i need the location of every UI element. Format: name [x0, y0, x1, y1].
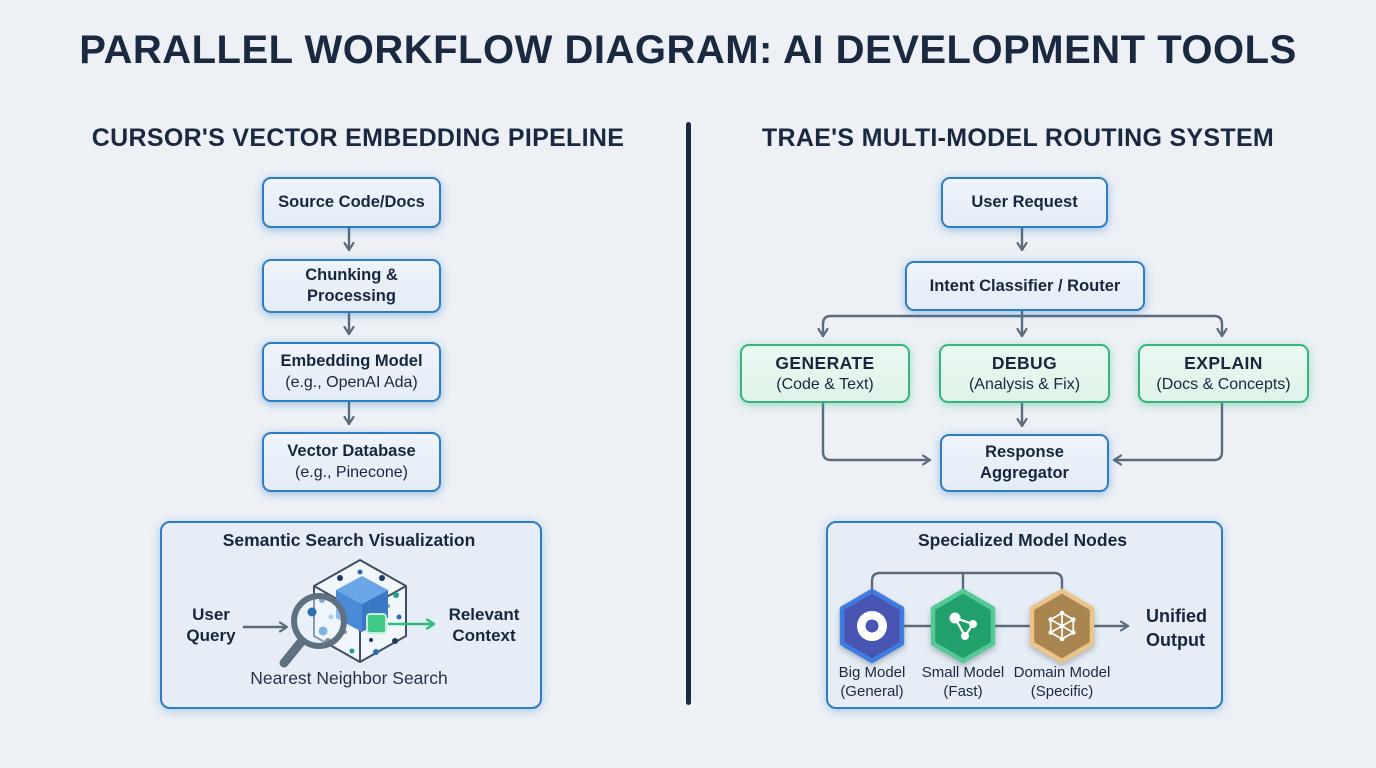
node-sublabel: (Code & Text)	[776, 375, 874, 393]
node-source-code-docs: Source Code/Docs	[262, 177, 441, 228]
small-model-hexagon	[930, 588, 996, 664]
semantic-search-panel-title: Semantic Search Visualization	[222, 530, 476, 550]
node-label-2: Aggregator	[980, 464, 1069, 482]
domain-model-label: Domain Model (Specific)	[1007, 663, 1117, 701]
flow-connectors	[349, 223, 1224, 460]
node-label: Vector Database	[287, 442, 416, 460]
nearest-neighbor-caption: Nearest Neighbor Search	[250, 668, 448, 688]
big-model-label: Big Model (General)	[817, 663, 927, 701]
node-response-aggregator: Response Aggregator	[940, 434, 1109, 492]
arrow-intent-to-explain	[1020, 314, 1222, 338]
specialized-model-nodes-title: Specialized Model Nodes	[917, 530, 1128, 550]
relevant-context-label: Relevant Context	[438, 604, 530, 646]
domain-model-line1: Domain Model	[1013, 664, 1111, 681]
model-nodes-illustration	[839, 571, 1130, 664]
node-embedding-model: Embedding Model (e.g., OpenAI Ada)	[262, 342, 441, 402]
right-column-heading: TRAE'S MULTI-MODEL ROUTING SYSTEM	[761, 124, 1275, 152]
user-query-line2: Query	[186, 626, 236, 645]
big-model-line1: Big Model	[838, 664, 906, 681]
node-label: EXPLAIN	[1184, 352, 1263, 373]
node-label: User Request	[971, 193, 1078, 211]
domain-model-hexagon	[1029, 588, 1095, 664]
matched-vector-square-icon	[366, 613, 387, 634]
arrow-explain-to-aggregator	[1112, 397, 1224, 460]
magnifying-glass-icon	[279, 593, 347, 668]
openai-swirl-icon	[857, 611, 887, 641]
vector-dots	[319, 569, 402, 655]
small-model-label: Small Model (Fast)	[908, 663, 1018, 701]
node-label: Intent Classifier / Router	[929, 276, 1121, 295]
big-model-line2: (General)	[840, 683, 904, 700]
node-explain: EXPLAIN (Docs & Concepts)	[1138, 344, 1309, 403]
page-title: PARALLEL WORKFLOW DIAGRAM: AI DEVELOPMEN…	[79, 28, 1297, 72]
node-label: DEBUG	[991, 352, 1058, 373]
node-label-2: Processing	[307, 287, 396, 305]
unified-output-line1: Unified	[1146, 606, 1207, 626]
domain-model-line2: (Specific)	[1030, 683, 1094, 700]
big-model-hexagon	[839, 588, 905, 664]
left-column-heading: CURSOR'S VECTOR EMBEDDING PIPELINE	[91, 124, 625, 152]
node-label: GENERATE	[775, 352, 875, 373]
unified-output-label: Unified Output	[1146, 604, 1220, 652]
user-query-label: User Query	[172, 604, 250, 646]
semantic-search-illustration	[243, 559, 434, 668]
unified-output-line2: Output	[1146, 630, 1205, 650]
node-debug: DEBUG (Analysis & Fix)	[939, 344, 1110, 403]
column-divider	[686, 122, 691, 705]
node-vector-database: Vector Database (e.g., Pinecone)	[262, 432, 441, 492]
arrow-generate-to-aggregator	[821, 397, 932, 460]
relevant-context-line2: Context	[452, 626, 516, 645]
relevant-context-line1: Relevant	[448, 605, 520, 624]
bracket-line	[870, 571, 1064, 596]
node-label: Chunking &	[305, 266, 398, 284]
node-intent-classifier-router: Intent Classifier / Router	[905, 261, 1145, 311]
node-sublabel: (e.g., OpenAI Ada)	[285, 374, 418, 391]
node-user-request: User Request	[941, 177, 1108, 228]
small-model-line1: Small Model	[921, 664, 1005, 681]
network-share-icon	[949, 612, 977, 640]
arrow-intent-to-generate	[823, 314, 1024, 338]
node-chunking-processing: Chunking & Processing	[262, 259, 441, 313]
node-label: Embedding Model	[280, 352, 423, 370]
node-generate: GENERATE (Code & Text)	[740, 344, 910, 403]
wireframe-cube-icon	[1048, 610, 1076, 642]
user-query-line1: User	[192, 605, 230, 624]
node-sublabel: (Docs & Concepts)	[1156, 375, 1291, 393]
node-sublabel: (Analysis & Fix)	[968, 375, 1081, 393]
node-label: Response	[985, 443, 1064, 461]
node-label: Source Code/Docs	[278, 193, 425, 211]
node-sublabel: (e.g., Pinecone)	[295, 464, 408, 481]
small-model-line2: (Fast)	[943, 683, 983, 700]
